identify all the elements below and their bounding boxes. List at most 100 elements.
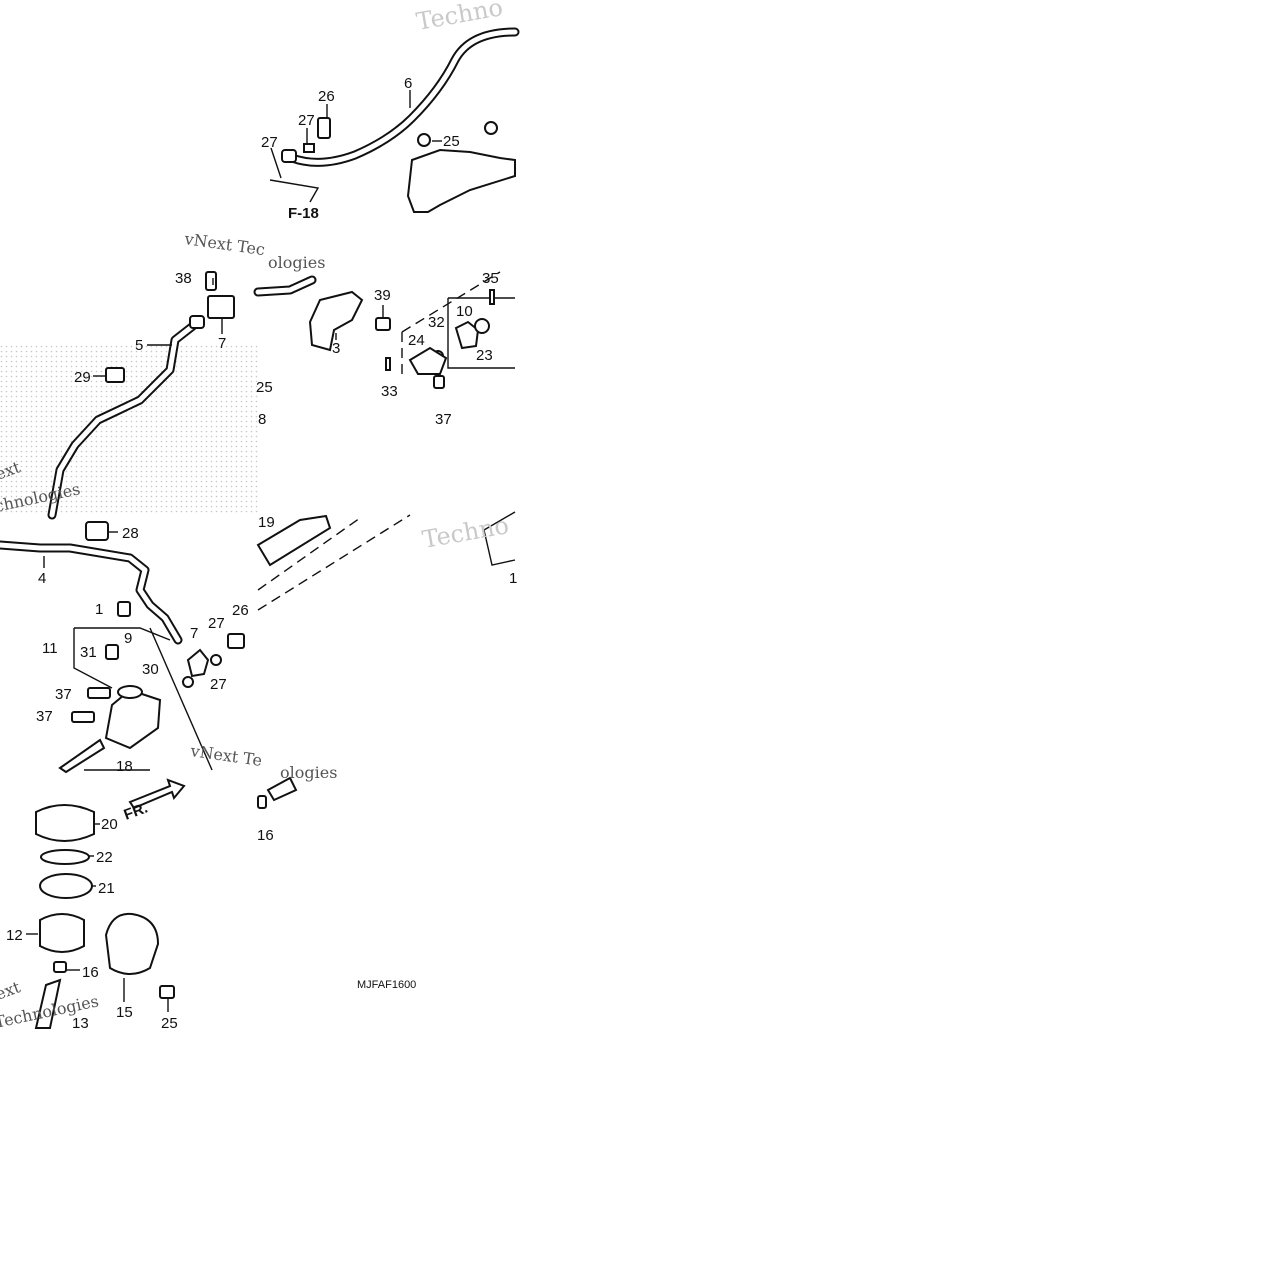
watermark: ext bbox=[0, 457, 23, 484]
clip-icon bbox=[257, 795, 267, 809]
hose-icon bbox=[266, 776, 298, 802]
watermark: vNext Te bbox=[188, 741, 263, 770]
callout-13: 12 bbox=[6, 927, 23, 944]
callout-9: 8 bbox=[258, 411, 266, 428]
hose-icon bbox=[34, 978, 62, 1029]
callout-8: 7 bbox=[190, 625, 198, 642]
callout-1: 1 bbox=[509, 570, 517, 587]
seal-icon bbox=[474, 318, 490, 334]
diaphragm-icon bbox=[39, 873, 93, 899]
diaphragm-plate-icon bbox=[40, 849, 90, 865]
bolt-icon bbox=[159, 985, 175, 999]
diagram-code: MJFAF1600 bbox=[357, 979, 416, 991]
callout-21: 22 bbox=[96, 849, 113, 866]
callout-31: 31 bbox=[80, 644, 97, 661]
bolt-icon bbox=[317, 117, 331, 139]
watermark: Techno bbox=[420, 511, 511, 554]
callout-10: 9 bbox=[124, 630, 132, 647]
callout-27: 27 bbox=[210, 676, 227, 693]
bracket-icon bbox=[308, 290, 364, 352]
callout-23: 24 bbox=[408, 332, 425, 349]
washer-icon bbox=[210, 654, 222, 666]
callout-37: 37 bbox=[36, 708, 53, 725]
callout-16: 16 bbox=[82, 964, 99, 981]
hose-fitting-icon bbox=[281, 149, 297, 163]
callout-32: 32 bbox=[428, 314, 445, 331]
piston-icon bbox=[454, 320, 480, 350]
pin-icon bbox=[385, 357, 391, 371]
callout-25: 25 bbox=[161, 1015, 178, 1032]
watermark: ext bbox=[0, 977, 23, 1004]
callout-18: 19 bbox=[258, 514, 275, 531]
callout-35: 37 bbox=[435, 411, 452, 428]
callout-29: 29 bbox=[74, 369, 91, 386]
callout-14: 13 bbox=[72, 1015, 89, 1032]
clamp-icon bbox=[117, 601, 131, 617]
bolt-icon bbox=[205, 271, 217, 291]
hatched-area bbox=[0, 345, 258, 515]
fitting-icon bbox=[189, 315, 205, 329]
callout-26: 26 bbox=[232, 602, 249, 619]
screw-icon bbox=[417, 133, 431, 147]
reservoir-cap-icon bbox=[35, 804, 95, 842]
joint-icon bbox=[186, 648, 210, 678]
callout-16: 16 bbox=[257, 827, 274, 844]
callout-15: 15 bbox=[116, 1004, 133, 1021]
washer-icon bbox=[182, 676, 194, 688]
slave-cylinder-icon bbox=[408, 346, 448, 375]
screw-icon bbox=[484, 121, 498, 135]
callout-33: 33 bbox=[381, 383, 398, 400]
callout-30: 30 bbox=[142, 661, 159, 678]
callout-20: 21 bbox=[98, 880, 115, 897]
tile-clutch-pipe: 38 5 7 29 25 8 3 39 35 10 32 24 23 33 37… bbox=[0, 253, 515, 520]
bolt-icon bbox=[71, 711, 95, 723]
piston-kit-icon bbox=[256, 514, 332, 567]
washer-icon bbox=[117, 685, 143, 699]
clip-icon bbox=[105, 367, 125, 383]
callout-28: 28 bbox=[122, 525, 139, 542]
tile-fuel-hose: 6 26 27 27 25 F-18 Techno vNext Tec bbox=[182, 0, 520, 259]
watermark: ologies bbox=[280, 763, 337, 782]
callout-5: 5 bbox=[135, 337, 143, 354]
callout-34: 35 bbox=[482, 270, 499, 287]
bolt-icon bbox=[87, 687, 111, 699]
callout-26: 26 bbox=[318, 88, 335, 105]
reference-label: F-18 bbox=[288, 205, 319, 222]
callout-27: 27 bbox=[208, 615, 225, 632]
callout-22: 23 bbox=[476, 347, 493, 364]
bleeder-icon bbox=[433, 375, 445, 389]
callout-19: 20 bbox=[101, 816, 118, 833]
watermark: vNext Tec bbox=[182, 229, 266, 259]
callout-24: 25 bbox=[256, 379, 273, 396]
clip-icon bbox=[53, 961, 67, 973]
watermark: ologies bbox=[268, 253, 325, 272]
pin-icon bbox=[489, 289, 495, 305]
callout-12: 11 bbox=[42, 640, 58, 657]
callout-24: 25 bbox=[443, 133, 460, 150]
bracket-icon bbox=[406, 148, 516, 213]
callout-11: 10 bbox=[456, 303, 473, 320]
tile-master-cylinder: 28 4 1 11 31 9 30 7 27 26 27 37 37 18 19… bbox=[0, 511, 517, 775]
callout-4: 4 bbox=[38, 570, 46, 587]
front-arrow-icon bbox=[128, 778, 186, 810]
callout-7: 7 bbox=[218, 335, 226, 352]
clip-icon bbox=[85, 521, 109, 541]
callout-27: 27 bbox=[298, 112, 315, 129]
callout-39: 39 bbox=[374, 287, 391, 304]
reservoir-icon bbox=[39, 913, 85, 953]
bolt-icon bbox=[375, 317, 391, 331]
callout-17: 18 bbox=[116, 758, 133, 775]
bolt-icon bbox=[105, 644, 119, 660]
callout-1: 1 bbox=[95, 601, 103, 618]
callout-6: 6 bbox=[404, 75, 412, 92]
reservoir-cover-icon bbox=[104, 912, 160, 975]
callout-37: 37 bbox=[55, 686, 72, 703]
bolt-icon bbox=[227, 633, 245, 649]
joint-icon bbox=[207, 295, 235, 319]
callout-27: 27 bbox=[261, 134, 278, 151]
callout-3: 3 bbox=[332, 340, 340, 357]
tile-reservoir: 20 22 21 12 16 15 25 13 16 FR. MJFAF1600… bbox=[0, 763, 416, 1032]
spring-icon bbox=[58, 738, 106, 774]
callout-38: 38 bbox=[175, 270, 192, 287]
